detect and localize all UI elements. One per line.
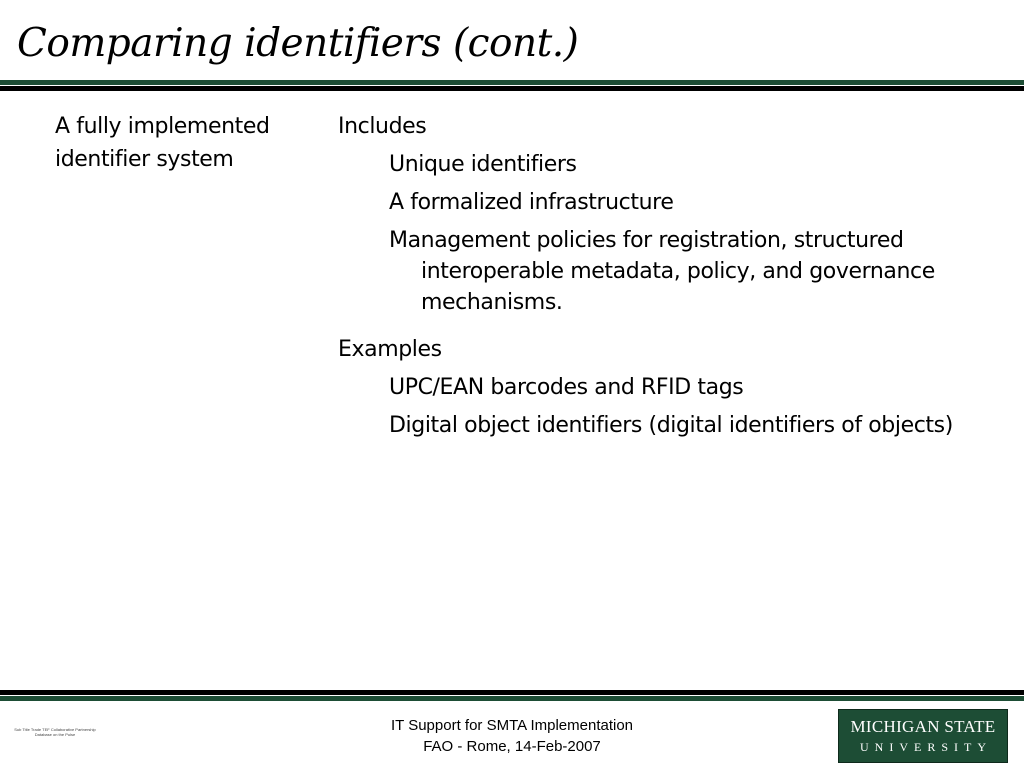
bullet-item: Management policies for registration, st… — [389, 228, 935, 315]
group-spacer — [338, 325, 1008, 333]
footer-line-1: IT Support for SMTA Implementation — [390, 717, 634, 734]
header-rule-black — [0, 86, 1024, 91]
bullet-item: Digital object identifiers (digital iden… — [389, 413, 953, 438]
left-label: A fully implemented identifier system — [55, 114, 270, 172]
bullet-content: Includes Unique identifiers A formalized… — [338, 110, 1008, 448]
logo-line-2: UNIVERSITY — [860, 740, 992, 754]
partner-logo-text: Sub Title Trade TEF Collaborative Partne… — [14, 727, 96, 737]
footer-rule-black — [0, 690, 1024, 695]
group-heading-examples: Examples — [338, 337, 442, 362]
footer-rule-green — [0, 696, 1024, 701]
msu-logo: MICHIGAN STATE UNIVERSITY — [838, 709, 1008, 763]
bullet-item: UPC/EAN barcodes and RFID tags — [389, 375, 744, 400]
group-heading-includes: Includes — [338, 114, 427, 139]
bullet-item: Unique identifiers — [389, 152, 577, 177]
footer-line-2: FAO - Rome, 14-Feb-2007 — [423, 738, 601, 755]
slide-title: Comparing identifiers (cont.) — [17, 21, 579, 66]
bullet-item: A formalized infrastructure — [389, 190, 674, 215]
header-rule-green — [0, 80, 1024, 85]
logo-line-1: MICHIGAN STATE — [850, 717, 996, 736]
